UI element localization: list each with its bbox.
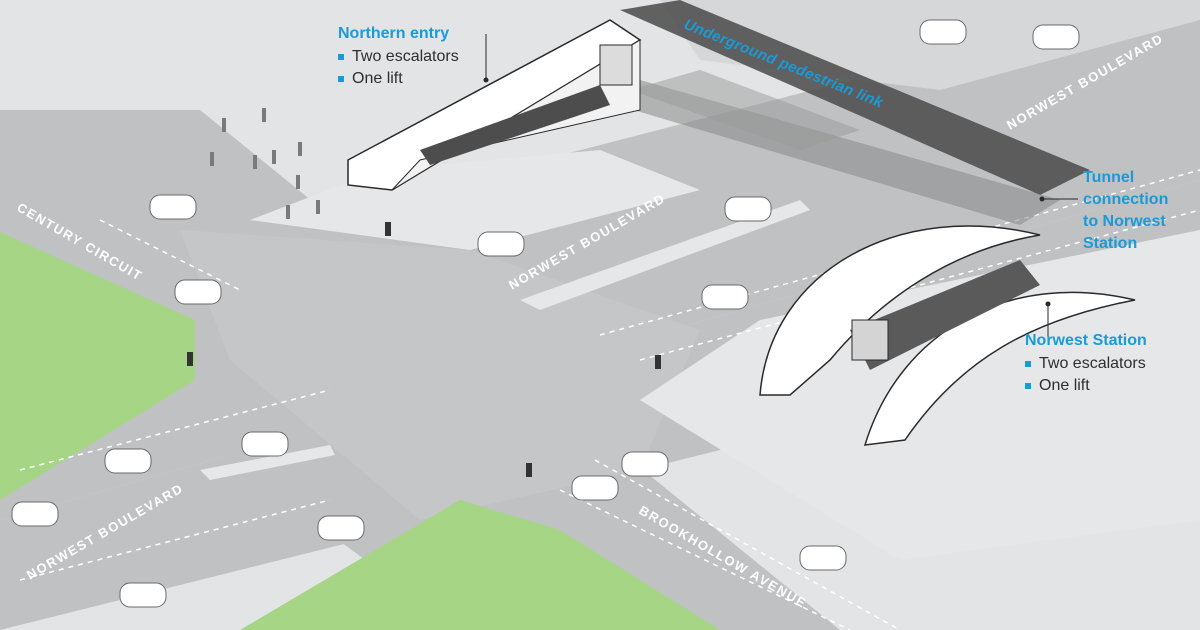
- northern-entry-building: [347, 19, 642, 191]
- car: [919, 19, 967, 45]
- callout-norwest-station-title: Norwest Station: [1025, 332, 1147, 349]
- median-island-1: [520, 200, 810, 310]
- grass-left: [0, 232, 195, 500]
- leader-dots: [483, 77, 1051, 307]
- callout-northern-entry-title: Northern entry: [338, 25, 450, 42]
- car: [701, 284, 749, 310]
- traffic-light: [187, 352, 193, 366]
- callout-tunnel-line: connection: [1083, 191, 1169, 208]
- leader-lines: [485, 34, 1078, 345]
- callout-tunnel-line: to Norwest: [1083, 213, 1166, 230]
- traffic-light: [385, 222, 391, 236]
- callout-tunnel-line: Station: [1083, 235, 1138, 252]
- traffic-light: [655, 355, 661, 369]
- bullet-icon: [338, 76, 344, 82]
- car: [571, 475, 619, 501]
- list-item-text: One lift: [1039, 377, 1090, 394]
- pedestrian: [286, 205, 290, 219]
- pedestrian: [296, 175, 300, 189]
- car: [477, 231, 525, 257]
- norwest-station-canopy: [759, 225, 1136, 446]
- car: [11, 501, 59, 527]
- callout-northern-entry: Northern entry Two escalators One lift: [338, 24, 459, 90]
- car: [149, 194, 197, 220]
- car: [621, 451, 669, 477]
- list-item-text: Two escalators: [352, 48, 459, 65]
- pedestrian: [222, 118, 226, 132]
- list-item-text: Two escalators: [1039, 355, 1146, 372]
- car: [1032, 24, 1080, 50]
- car: [724, 196, 772, 222]
- car: [317, 515, 365, 541]
- callout-northern-entry-list: Two escalators One lift: [338, 46, 459, 90]
- callout-norwest-station: Norwest Station Two escalators One lift: [1025, 331, 1147, 397]
- callout-tunnel-line: Tunnel: [1083, 169, 1135, 186]
- list-item: Two escalators: [1025, 353, 1147, 375]
- traffic-lights: [187, 222, 661, 477]
- pedestrian: [272, 150, 276, 164]
- pedestrian: [210, 152, 214, 166]
- pedestrian: [316, 200, 320, 214]
- underground-tunnel-dark: [620, 0, 1090, 195]
- median-island-2: [200, 445, 335, 480]
- list-item-text: One lift: [352, 70, 403, 87]
- list-item: One lift: [338, 68, 459, 90]
- pedestrian: [253, 155, 257, 169]
- bullet-icon: [1025, 361, 1031, 367]
- pedestrians: [210, 108, 320, 219]
- north-plaza: [250, 150, 700, 250]
- pedestrian: [262, 108, 266, 122]
- traffic-light: [526, 463, 532, 477]
- car: [241, 431, 289, 457]
- callout-norwest-station-list: Two escalators One lift: [1025, 353, 1147, 397]
- cars: [11, 19, 1080, 608]
- bullet-icon: [1025, 383, 1031, 389]
- pedestrian: [298, 142, 302, 156]
- intersection-paving: [180, 230, 700, 520]
- bullet-icon: [338, 54, 344, 60]
- car: [119, 582, 167, 608]
- list-item: One lift: [1025, 375, 1147, 397]
- car: [104, 448, 152, 474]
- underground-concourse: [630, 70, 860, 150]
- callout-tunnel-connection: Tunnel connection to Norwest Station: [1083, 167, 1198, 255]
- car: [174, 279, 222, 305]
- list-item: Two escalators: [338, 46, 459, 68]
- car: [799, 545, 847, 571]
- grass-bottom: [240, 500, 720, 630]
